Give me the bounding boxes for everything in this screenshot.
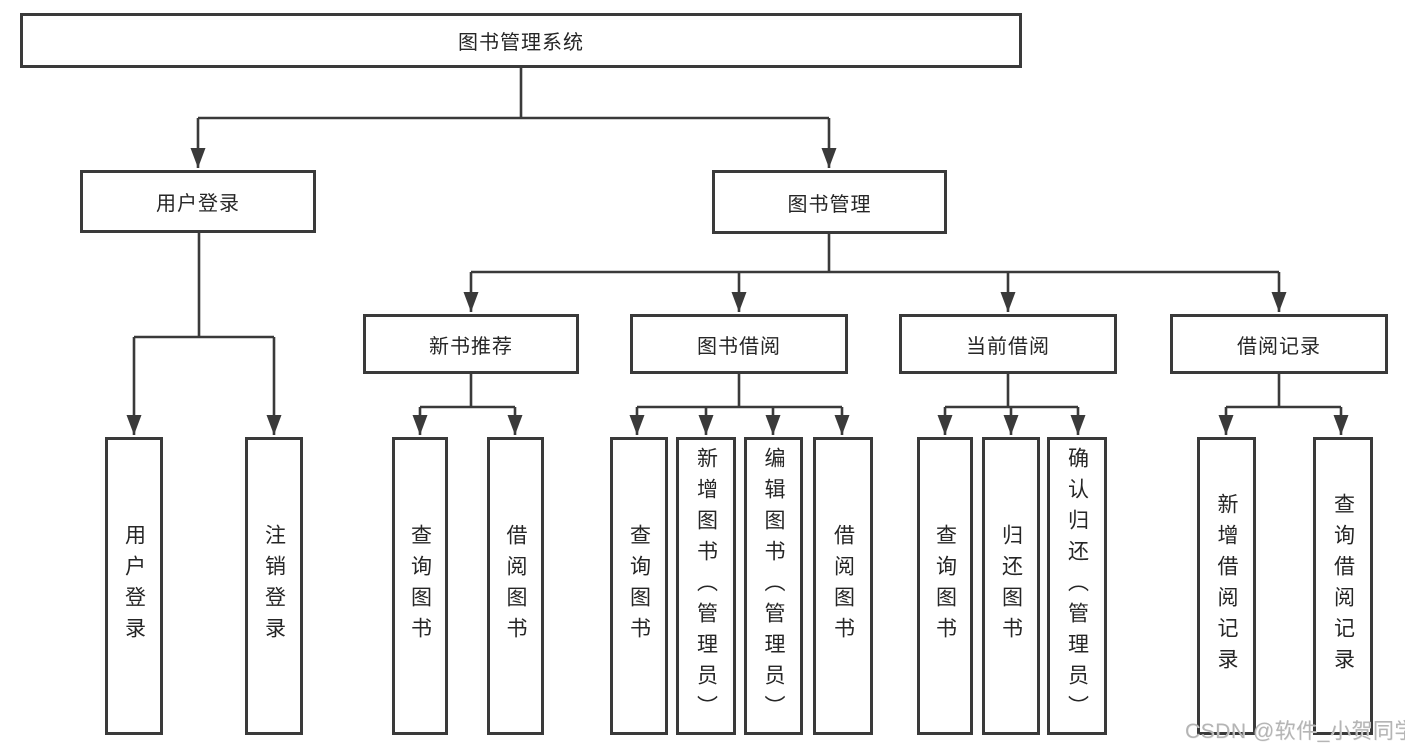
csdn-watermark: CSDN @软件_小贺同学 — [1185, 720, 1405, 743]
leaf-br-query-record-label: 查询借阅记录 — [1331, 493, 1355, 679]
leaf-br-add-record-label: 新增借阅记录 — [1215, 493, 1238, 679]
leaf-bb-edit-books: 编辑图书（管理员） — [744, 437, 803, 735]
leaf-cb-confirm-return-label: 确认归还（管理员） — [1065, 446, 1089, 726]
leaf-nb-borrow-books: 借阅图书 — [487, 437, 544, 735]
leaf-br-query-record: 查询借阅记录 — [1313, 437, 1373, 735]
node-borrow-records: 借阅记录 — [1170, 314, 1388, 374]
leaf-bb-add-books-label: 新增图书（管理员） — [694, 446, 718, 726]
leaf-bb-edit-books-label: 编辑图书（管理员） — [762, 446, 785, 726]
leaf-cb-return-books-label: 归还图书 — [999, 524, 1023, 648]
node-new-book-recommend: 新书推荐 — [363, 314, 579, 374]
node-book-borrow: 图书借阅 — [630, 314, 848, 374]
leaf-nb-query-books-label: 查询图书 — [408, 524, 432, 648]
node-book-management: 图书管理 — [712, 170, 947, 234]
node-book-management-label: 图书管理 — [787, 193, 872, 216]
leaf-bb-add-books: 新增图书（管理员） — [676, 437, 736, 735]
node-root-label: 图书管理系统 — [458, 32, 584, 54]
leaf-bb-borrow-books-label: 借阅图书 — [831, 524, 855, 648]
node-new-book-recommend-label: 新书推荐 — [429, 335, 513, 358]
leaf-user-login-label: 用户登录 — [122, 524, 146, 648]
leaf-logout: 注销登录 — [245, 437, 303, 735]
leaf-bb-query-books: 查询图书 — [610, 437, 668, 735]
leaf-bb-query-books-label: 查询图书 — [627, 524, 651, 648]
leaf-nb-borrow-books-label: 借阅图书 — [504, 524, 527, 648]
leaf-bb-borrow-books: 借阅图书 — [813, 437, 873, 735]
leaf-cb-confirm-return: 确认归还（管理员） — [1047, 437, 1107, 735]
connector-trunks — [134, 68, 1341, 409]
node-book-borrow-label: 图书借阅 — [697, 335, 781, 358]
node-current-borrow: 当前借阅 — [899, 314, 1117, 374]
node-user-login: 用户登录 — [80, 170, 316, 233]
node-borrow-records-label: 借阅记录 — [1237, 335, 1321, 358]
leaf-cb-return-books: 归还图书 — [982, 437, 1040, 735]
leaf-user-login: 用户登录 — [105, 437, 163, 735]
leaf-cb-query-books-label: 查询图书 — [933, 524, 957, 648]
leaf-nb-query-books: 查询图书 — [392, 437, 448, 735]
node-current-borrow-label: 当前借阅 — [966, 335, 1050, 358]
node-root: 图书管理系统 — [20, 13, 1022, 68]
leaf-cb-query-books: 查询图书 — [917, 437, 973, 735]
leaf-br-add-record: 新增借阅记录 — [1197, 437, 1256, 735]
leaf-logout-label: 注销登录 — [262, 524, 286, 648]
node-user-login-label: 用户登录 — [156, 193, 240, 215]
